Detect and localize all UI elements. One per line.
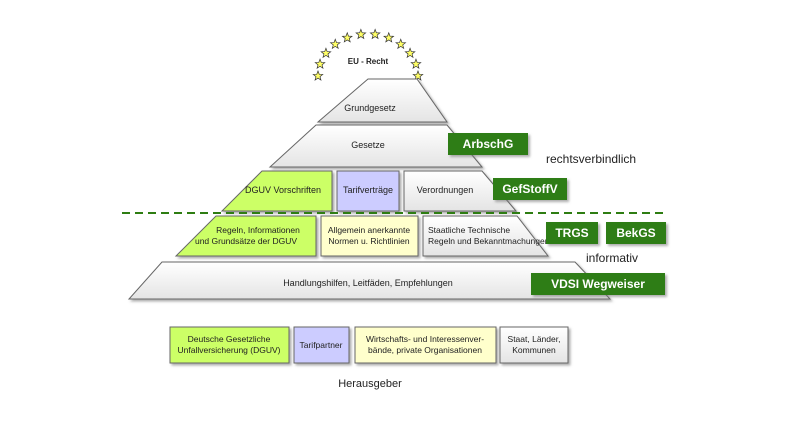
publisher-tarifpartner-label: Tarifpartner xyxy=(300,340,343,350)
publisher-dguv xyxy=(169,326,290,364)
eu-star-icon xyxy=(395,38,407,50)
publisher-dguv-label-1: Deutsche Gesetzliche xyxy=(188,334,271,344)
box-tarifvertraege xyxy=(336,170,400,212)
informativ-label: informativ xyxy=(586,251,638,265)
tier-grundgesetz-label: Grundgesetz xyxy=(344,103,396,113)
eu-star-icon xyxy=(320,47,332,59)
box-technische-regeln xyxy=(422,215,550,257)
box-normen xyxy=(320,215,419,257)
tag-gefstoffv xyxy=(493,178,567,200)
publisher-tarifpartner xyxy=(293,326,350,364)
normen-label-1: Allgemein anerkannte xyxy=(328,225,410,235)
tag-vdsi-wegweiser-label: VDSI Wegweiser xyxy=(551,277,645,291)
publisher-staat-label-1: Staat, Länder, xyxy=(508,334,561,344)
dguv-vorschriften-label: DGUV Vorschriften xyxy=(245,185,321,195)
box-verordnungen xyxy=(403,170,518,212)
publisher-wirtschaft-label-2: bände, private Organisationen xyxy=(368,345,482,355)
technische-regeln-label-2: Regeln und Bekanntmachungen xyxy=(428,236,550,246)
publisher-staat xyxy=(499,326,569,364)
publisher-wirtschaft-label-1: Wirtschafts- und Interessenver- xyxy=(366,334,484,344)
box-dguv-vorschriften xyxy=(220,170,333,212)
regeln-dguv-label-2: und Grundsätze der DGUV xyxy=(195,236,297,246)
eu-star-icon xyxy=(355,28,367,40)
publisher-wirtschaft xyxy=(354,326,497,364)
rechtsverbindlich-label: rechtsverbindlich xyxy=(546,152,636,166)
tag-gefstoffv-label: GefStoffV xyxy=(502,182,557,196)
eu-star-icon xyxy=(369,28,381,40)
eu-star-icon xyxy=(312,69,324,81)
regeln-dguv-label-1: Regeln, Informationen xyxy=(216,225,300,235)
eu-recht-label: EU - Recht xyxy=(348,57,389,66)
tag-trgs-label: TRGS xyxy=(555,226,588,240)
tier-handlungshilfen xyxy=(127,261,612,300)
eu-star-icon xyxy=(404,47,416,59)
publisher-staat-label-2: Kommunen xyxy=(512,345,556,355)
tag-vdsi-wegweiser xyxy=(531,273,665,295)
tag-bekgs-label: BekGS xyxy=(616,226,655,240)
tag-trgs xyxy=(546,222,598,244)
tag-bekgs xyxy=(606,222,666,244)
eu-star-icon xyxy=(341,31,353,43)
publisher-dguv-label-2: Unfallversicherung (DGUV) xyxy=(178,345,281,355)
tag-arbschg-label: ArbschG xyxy=(463,137,514,151)
tarifvertraege-label: Tarifverträge xyxy=(343,185,393,195)
eu-star-icon xyxy=(329,38,341,50)
tier-gesetze xyxy=(268,124,484,168)
eu-star-icon xyxy=(383,31,395,43)
box-regeln-dguv xyxy=(174,215,317,257)
tier-gesetze-label: Gesetze xyxy=(351,140,385,150)
herausgeber-caption: Herausgeber xyxy=(338,378,402,390)
eu-star-icon xyxy=(314,58,326,70)
eu-star-icon xyxy=(412,69,424,81)
verordnungen-label: Verordnungen xyxy=(417,185,474,195)
handlungshilfen-label: Handlungshilfen, Leitfäden, Empfehlungen xyxy=(283,278,453,288)
tier-grundgesetz xyxy=(316,78,448,123)
technische-regeln-label-1: Staatliche Technische xyxy=(428,225,510,235)
normen-label-2: Normen u. Richtlinien xyxy=(328,236,410,246)
eu-stars xyxy=(312,28,424,81)
tag-arbschg xyxy=(448,133,528,155)
eu-star-icon xyxy=(410,58,422,70)
